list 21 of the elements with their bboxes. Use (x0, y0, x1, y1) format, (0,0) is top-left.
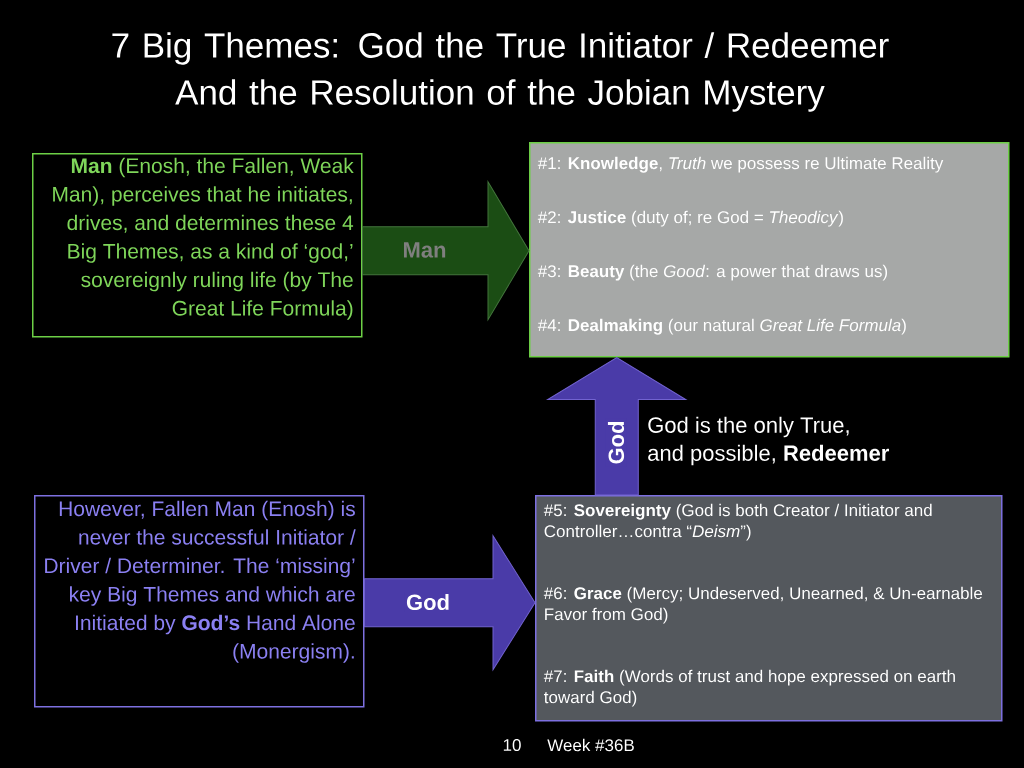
list-item: #1: Knowledge, Truth we possess re Ultimate Reality (537, 156, 944, 173)
list-item: #6: Grace (Mercy; Undeserved, Unearned, & Un-earnable Favor from God) (543, 586, 983, 624)
list-item: #5: Sovereignty (God is both Creator / Initiator and Controller…contra “Deism”) (543, 503, 932, 541)
page-number: 10 (503, 739, 521, 752)
caption-text: and possible, Redeemer (648, 444, 889, 466)
slide-title: 7 Big Themes: God the True Initiator / Redeemer And the Resolution of the Jobian Mystery (112, 32, 889, 112)
edge-label: God (404, 591, 452, 613)
block-arrow (364, 535, 536, 671)
block-arrow (547, 357, 687, 496)
week-label: Week #36B (547, 738, 634, 752)
theme-box (529, 142, 1010, 358)
text-box: However, Fallen Man (Enosh) is never the successful Initiator / Driver / Determiner. The ‘missing’ key Big Themes and which are Initiated by God’s Hand Alone (Monergism). (34, 495, 365, 708)
list-item: #7: Faith (Words of trust and hope expressed on earth toward God) (543, 669, 955, 707)
list-item: #3: Beauty (the Good: a power that draws us) (537, 264, 888, 281)
list-item: #4: Dealmaking (our natural Great Life Formula) (537, 318, 906, 335)
block-arrow (362, 181, 530, 321)
theme-box (535, 495, 1003, 722)
edge-label: Man (400, 240, 449, 260)
list-item: #2: Justice (duty of; re God = Theodicy) (537, 210, 843, 227)
caption-text: God is the only True, (648, 416, 849, 438)
text-box: Man (Enosh, the Fallen, Weak Man), perceives that he initiates, drives, and determines these 4 Big Themes, as a kind of ‘god,’ sovereignly ruling life (by The Great Life Formula) (32, 153, 363, 338)
